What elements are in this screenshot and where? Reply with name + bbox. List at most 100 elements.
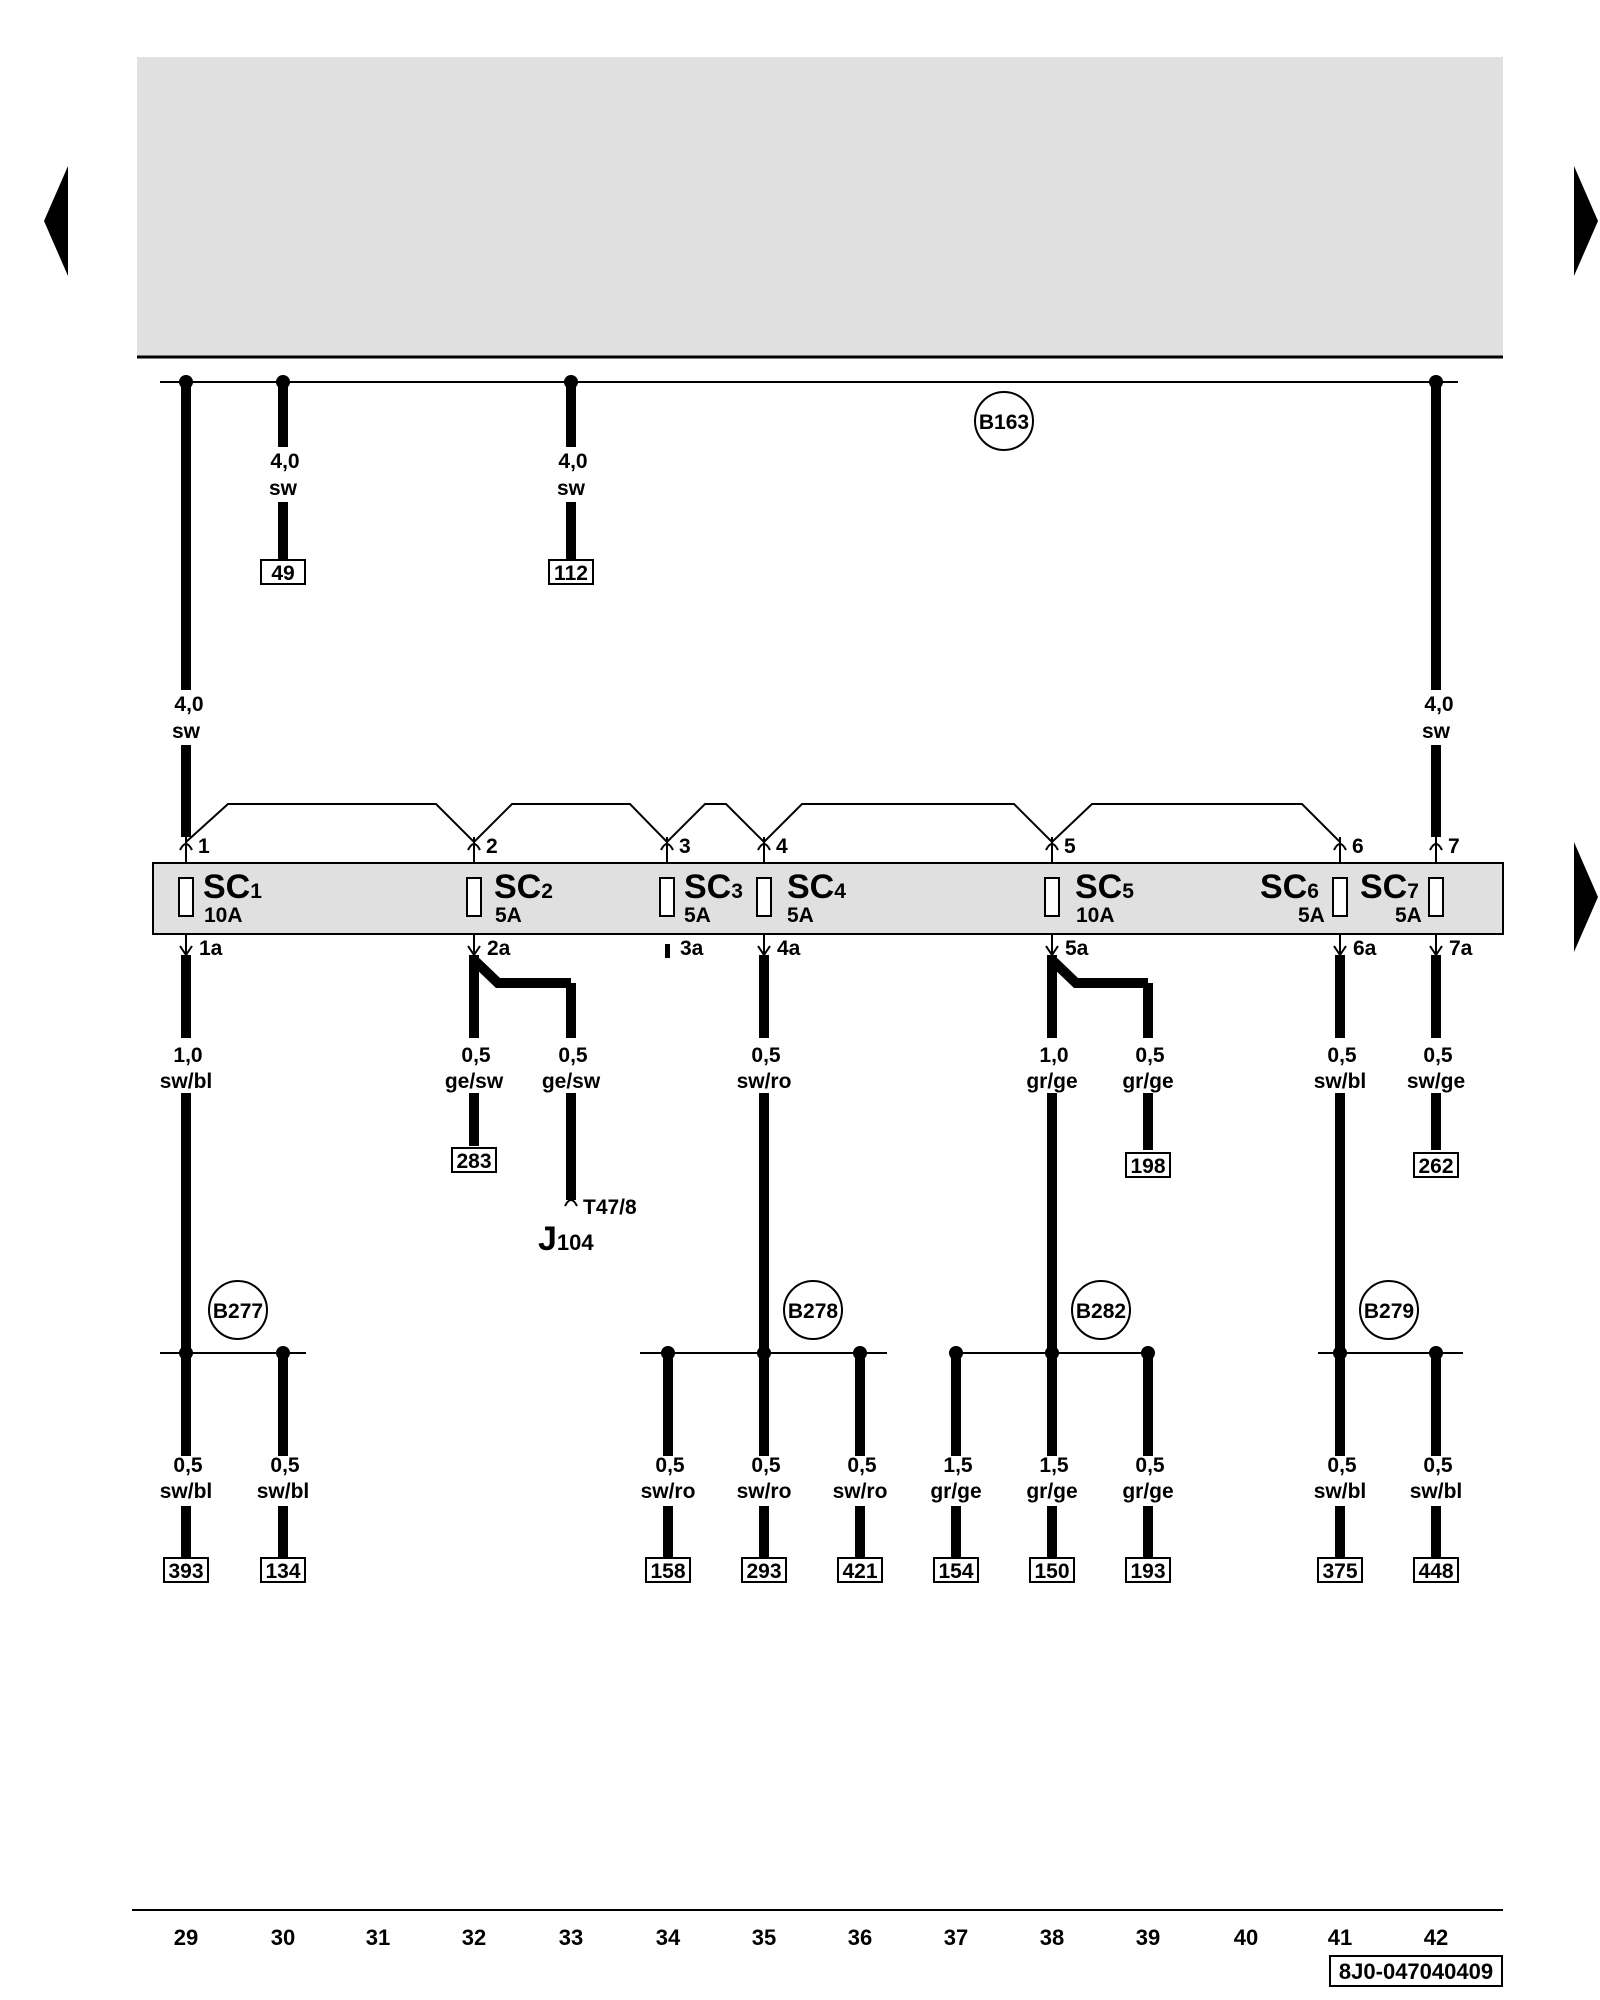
fuse-sc5-label[interactable]: SC5 (1075, 868, 1134, 906)
fuse-pin-label: 2 (486, 835, 498, 858)
ref-box-label[interactable]: 375 (1322, 1560, 1357, 1583)
fuse-sc7-rating: 5A (1395, 904, 1422, 927)
branch-wire (470, 956, 571, 988)
ref-box-label[interactable]: 134 (265, 1560, 300, 1583)
fuse-pin-label: 1 (198, 835, 210, 858)
track-number: 30 (271, 1925, 295, 1950)
fuse-sc3-output-stub (665, 944, 670, 958)
ref-box-label[interactable]: 112 (554, 562, 588, 585)
wire-size-label: 0,5 (751, 1044, 781, 1067)
wire-color-label: sw/ro (737, 1480, 792, 1503)
fuse-bridge-line (185, 803, 1341, 844)
ref-box-label[interactable]: 293 (746, 1560, 781, 1583)
ref-box-label[interactable]: 448 (1418, 1560, 1453, 1583)
fuse-box (152, 862, 1504, 935)
ref-box[interactable] (451, 1147, 497, 1173)
bottom-wires (181, 1353, 1441, 1558)
wire-color-label: sw (1422, 720, 1451, 743)
wire-size-label: 0,5 (1423, 1454, 1453, 1477)
mid-wires (181, 955, 1441, 1353)
document-id-box (1329, 1955, 1503, 1987)
wire-size-label: 0,5 (847, 1454, 877, 1477)
ref-box[interactable] (1413, 1152, 1459, 1178)
ref-box[interactable] (933, 1557, 979, 1583)
ref-box[interactable] (741, 1557, 787, 1583)
track-number: 29 (174, 1925, 198, 1950)
fuse-pin-label: 5 (1064, 835, 1076, 858)
fuse-sc2-label[interactable]: SC2 (494, 868, 553, 906)
next-page-arrow-icon[interactable] (1574, 166, 1598, 276)
ref-box-label[interactable]: 421 (842, 1560, 877, 1583)
wire-color-label: sw (269, 477, 298, 500)
ref-box-label[interactable]: 49 (271, 562, 294, 585)
splice-b279-label: B279 (1364, 1300, 1414, 1323)
ref-box[interactable] (260, 559, 306, 585)
header-area (137, 57, 1503, 357)
continue-right-arrow-icon[interactable] (1574, 842, 1598, 952)
ref-box[interactable] (260, 1557, 306, 1583)
ref-box[interactable] (163, 1557, 209, 1583)
splice-b279-circle (1359, 1280, 1419, 1340)
previous-page-arrow-icon[interactable] (44, 166, 68, 276)
ref-box-label[interactable]: 393 (168, 1560, 203, 1583)
wire-size-label: 0,5 (655, 1454, 685, 1477)
wire-color-label: sw/ge (1407, 1070, 1465, 1093)
splice-b277-label: B277 (213, 1300, 263, 1323)
ref-box[interactable] (1317, 1557, 1363, 1583)
wire-color-label: gr/ge (1122, 1480, 1173, 1503)
fuse-sc3-label[interactable]: SC3 (684, 868, 743, 906)
ref-box-label[interactable]: 283 (456, 1150, 491, 1173)
wire-color-label: sw (172, 720, 201, 743)
wire-color-label: sw/bl (1314, 1070, 1367, 1093)
splice-b277-circle (208, 1280, 268, 1340)
fuse-pin-label: 3 (679, 835, 691, 858)
wire-color-label: sw/bl (1410, 1480, 1463, 1503)
wire-size-label: 0,5 (1135, 1454, 1165, 1477)
document-id: 8J0-047040409 (1339, 1959, 1493, 1984)
wire-size-label: 0,5 (461, 1044, 491, 1067)
fuse-sc5-rating: 10A (1076, 904, 1115, 927)
wire-size-label: 0,5 (1135, 1044, 1165, 1067)
ref-box[interactable] (1029, 1557, 1075, 1583)
fuse-input-pins (179, 837, 1443, 863)
ref-box-label[interactable]: 198 (1130, 1155, 1165, 1178)
track-number: 36 (848, 1925, 872, 1950)
fuse-sc3-rating: 5A (684, 904, 711, 927)
branch-wire (1048, 956, 1148, 988)
track-number: 41 (1328, 1925, 1352, 1950)
ref-box[interactable] (548, 559, 594, 585)
fuse-pin-label: 6 (1352, 835, 1364, 858)
splice-b278-label: B278 (788, 1300, 839, 1323)
fuse-sc4-label[interactable]: SC4 (787, 868, 846, 906)
fuse-pin-label: 2a (487, 937, 511, 960)
wire-segment (1431, 382, 1441, 690)
ref-box[interactable] (645, 1557, 691, 1583)
fuse-sc6-label[interactable]: SC6 (1260, 868, 1319, 906)
wire-color-label: sw/bl (257, 1480, 310, 1503)
ref-box-label[interactable]: 158 (650, 1560, 685, 1583)
wire-color-label: sw/ro (641, 1480, 696, 1503)
track-number: 40 (1234, 1925, 1258, 1950)
ref-box[interactable] (1413, 1557, 1459, 1583)
wire-size-label: 4,0 (558, 450, 587, 473)
fuse-sc7-label[interactable]: SC7 (1360, 868, 1419, 906)
ref-box-label[interactable]: 150 (1034, 1560, 1069, 1583)
wire-size-label: 0,5 (1423, 1044, 1453, 1067)
fuse-sc4-rating: 5A (787, 904, 814, 927)
wire-segment (181, 382, 191, 690)
ref-box[interactable] (1125, 1152, 1171, 1178)
ref-box-label[interactable]: 193 (1130, 1560, 1165, 1583)
fuse-sc1-label[interactable]: SC1 (203, 868, 262, 906)
ref-box-label[interactable]: 154 (938, 1560, 973, 1583)
fuse-pin-label: 1a (199, 937, 223, 960)
ref-box-label[interactable]: 262 (1418, 1155, 1453, 1178)
wire-color-label: sw/bl (160, 1480, 213, 1503)
component-j104-label[interactable]: J104 (538, 1220, 594, 1258)
ref-box[interactable] (1125, 1557, 1171, 1583)
fuse-sc2-rating: 5A (495, 904, 522, 927)
ref-box[interactable] (837, 1557, 883, 1583)
wire-segment (278, 502, 288, 560)
wire-size-label: 4,0 (174, 693, 203, 716)
wire-size-label: 0,5 (558, 1044, 588, 1067)
